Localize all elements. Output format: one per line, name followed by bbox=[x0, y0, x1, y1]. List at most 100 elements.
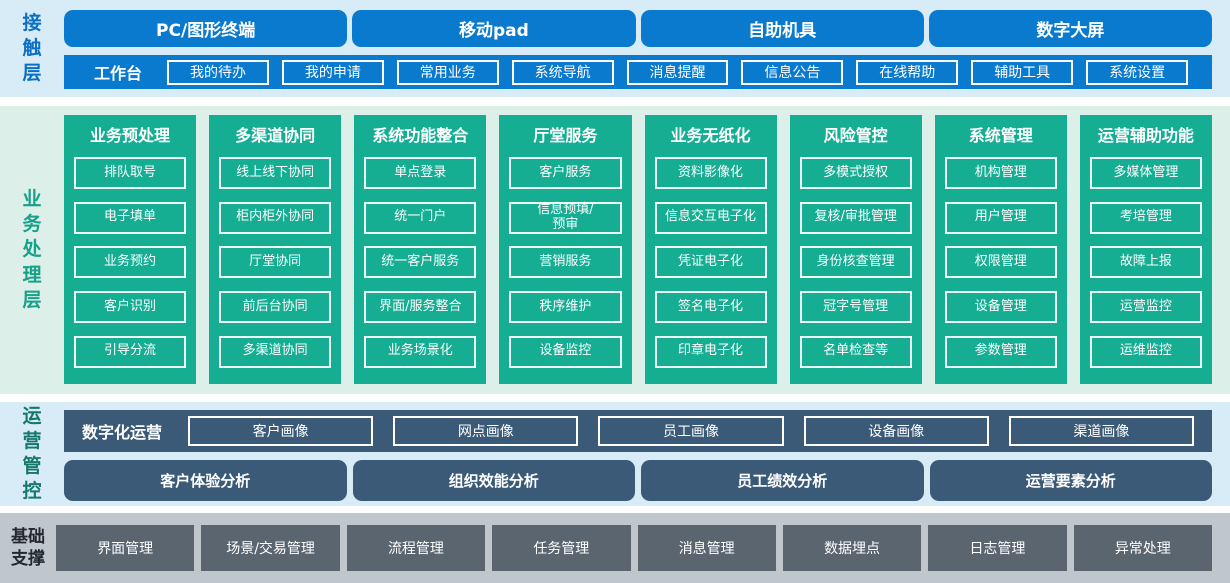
function-item[interactable]: 设备管理 bbox=[944, 291, 1057, 324]
workbench-bar: 工作台 我的待办 我的申请 常用业务 系统导航 消息提醒 信息公告 在线帮助 辅… bbox=[64, 55, 1212, 89]
function-item[interactable]: 参数管理 bbox=[944, 335, 1057, 368]
scenario-transaction-mgmt-button[interactable]: 场景/交易管理 bbox=[201, 525, 340, 571]
function-item[interactable]: 资料影像化 bbox=[654, 157, 767, 190]
workbench-online-help-button[interactable]: 在线帮助 bbox=[856, 59, 959, 85]
function-item[interactable]: 多媒体管理 bbox=[1089, 157, 1202, 190]
workbench-aux-tools-button[interactable]: 辅助工具 bbox=[971, 59, 1074, 85]
function-item[interactable]: 运营监控 bbox=[1089, 291, 1202, 324]
digital-operations-bar: 数字化运营 客户画像 网点画像 员工画像 设备画像 渠道画像 bbox=[64, 410, 1212, 452]
column-items: 机构管理 用户管理 权限管理 设备管理 参数管理 bbox=[944, 151, 1057, 374]
ui-mgmt-button[interactable]: 界面管理 bbox=[56, 525, 195, 571]
contact-layer-label: 接触层 bbox=[22, 11, 42, 85]
function-item[interactable]: 故障上报 bbox=[1089, 246, 1202, 279]
customer-portrait-button[interactable]: 客户画像 bbox=[188, 416, 374, 446]
employee-portrait-button[interactable]: 员工画像 bbox=[598, 416, 784, 446]
workbench-announcements-button[interactable]: 信息公告 bbox=[741, 59, 844, 85]
function-item[interactable]: 厅堂协同 bbox=[219, 246, 332, 279]
column-items: 排队取号 电子填单 业务预约 客户识别 引导分流 bbox=[74, 151, 187, 374]
function-item[interactable]: 信息交互电子化 bbox=[654, 201, 767, 234]
workbench-system-settings-button[interactable]: 系统设置 bbox=[1086, 59, 1189, 85]
business-column-preprocessing: 业务预处理 排队取号 电子填单 业务预约 客户识别 引导分流 bbox=[64, 115, 197, 384]
function-item[interactable]: 签名电子化 bbox=[654, 291, 767, 324]
workbench-my-applications-button[interactable]: 我的申请 bbox=[281, 59, 384, 85]
function-item[interactable]: 界面/服务整合 bbox=[364, 291, 477, 324]
function-item[interactable]: 用户管理 bbox=[944, 201, 1057, 234]
digital-operations-label: 数字化运营 bbox=[82, 423, 163, 442]
workbench-system-nav-button[interactable]: 系统导航 bbox=[511, 59, 614, 85]
column-items: 单点登录 统一门户 统一客户服务 界面/服务整合 业务场景化 bbox=[364, 151, 477, 374]
column-items: 多模式授权 复核/审批管理 身份核查管理 冠字号管理 名单检查等 bbox=[799, 151, 912, 374]
function-item[interactable]: 运维监控 bbox=[1089, 335, 1202, 368]
function-item[interactable]: 营销服务 bbox=[509, 246, 622, 279]
business-column-lobby-service: 厅堂服务 客户服务 信息预填/ 预审 营销服务 秩序维护 设备监控 bbox=[499, 115, 632, 384]
terminal-pc-button[interactable]: PC/图形终端 bbox=[64, 10, 348, 47]
function-item[interactable]: 业务场景化 bbox=[364, 335, 477, 368]
terminal-self-service-button[interactable]: 自助机具 bbox=[640, 10, 924, 47]
analysis-row: 客户体验分析 组织效能分析 员工绩效分析 运营要素分析 bbox=[64, 460, 1212, 501]
contact-layer: 接触层 PC/图形终端 移动pad 自助机具 数字大屏 工作台 我的待办 我的申… bbox=[0, 0, 1230, 97]
function-item[interactable]: 单点登录 bbox=[364, 157, 477, 190]
business-layer-content: 业务预处理 排队取号 电子填单 业务预约 客户识别 引导分流 多渠道协同 线上线… bbox=[64, 106, 1230, 394]
function-item[interactable]: 柜内柜外协同 bbox=[219, 201, 332, 234]
org-efficiency-analysis-button[interactable]: 组织效能分析 bbox=[352, 460, 635, 501]
business-column-ops-aux: 运营辅助功能 多媒体管理 考培管理 故障上报 运营监控 运维监控 bbox=[1079, 115, 1212, 384]
workbench-message-alert-button[interactable]: 消息提醒 bbox=[626, 59, 729, 85]
function-item[interactable]: 统一门户 bbox=[364, 201, 477, 234]
workbench-common-business-button[interactable]: 常用业务 bbox=[396, 59, 499, 85]
function-item[interactable]: 统一客户服务 bbox=[364, 246, 477, 279]
function-item[interactable]: 机构管理 bbox=[944, 157, 1057, 190]
function-item[interactable]: 复核/审批管理 bbox=[799, 201, 912, 234]
exception-handling-button[interactable]: 异常处理 bbox=[1073, 525, 1212, 571]
function-item[interactable]: 排队取号 bbox=[74, 157, 187, 190]
column-title: 厅堂服务 bbox=[533, 126, 598, 145]
function-item[interactable]: 电子填单 bbox=[74, 201, 187, 234]
function-item[interactable]: 业务预约 bbox=[74, 246, 187, 279]
function-item[interactable]: 引导分流 bbox=[74, 335, 187, 368]
function-item[interactable]: 多渠道协同 bbox=[219, 335, 332, 368]
function-item[interactable]: 客户服务 bbox=[509, 157, 622, 190]
operation-factor-analysis-button[interactable]: 运营要素分析 bbox=[929, 460, 1212, 501]
log-mgmt-button[interactable]: 日志管理 bbox=[928, 525, 1067, 571]
column-title: 业务预处理 bbox=[90, 126, 171, 145]
function-item[interactable]: 秩序维护 bbox=[509, 291, 622, 324]
function-item[interactable]: 冠字号管理 bbox=[799, 291, 912, 324]
contact-layer-content: PC/图形终端 移动pad 自助机具 数字大屏 工作台 我的待办 我的申请 常用… bbox=[64, 0, 1230, 97]
message-mgmt-button[interactable]: 消息管理 bbox=[637, 525, 776, 571]
business-column-paperless: 业务无纸化 资料影像化 信息交互电子化 凭证电子化 签名电子化 印章电子化 bbox=[644, 115, 777, 384]
business-layer-label: 业务处理层 bbox=[22, 188, 42, 311]
function-item[interactable]: 考培管理 bbox=[1089, 201, 1202, 234]
function-item[interactable]: 权限管理 bbox=[944, 246, 1057, 279]
customer-experience-analysis-button[interactable]: 客户体验分析 bbox=[64, 460, 347, 501]
business-layer-label-zone: 业务处理层 bbox=[0, 106, 64, 394]
operations-layer-content: 数字化运营 客户画像 网点画像 员工画像 设备画像 渠道画像 客户体验分析 组织… bbox=[64, 402, 1230, 506]
function-item[interactable]: 凭证电子化 bbox=[654, 246, 767, 279]
workbench-label: 工作台 bbox=[94, 64, 143, 83]
function-item[interactable]: 客户识别 bbox=[74, 291, 187, 324]
column-title: 系统管理 bbox=[968, 126, 1033, 145]
process-mgmt-button[interactable]: 流程管理 bbox=[346, 525, 486, 571]
business-column-multi-channel: 多渠道协同 线上线下协同 柜内柜外协同 厅堂协同 前后台协同 多渠道协同 bbox=[209, 115, 342, 384]
column-title: 多渠道协同 bbox=[235, 126, 316, 145]
terminal-mobile-pad-button[interactable]: 移动pad bbox=[352, 10, 636, 47]
employee-performance-analysis-button[interactable]: 员工绩效分析 bbox=[641, 460, 924, 501]
terminal-digital-screen-button[interactable]: 数字大屏 bbox=[928, 10, 1212, 47]
function-item[interactable]: 名单检查等 bbox=[799, 335, 912, 368]
workbench-my-todo-button[interactable]: 我的待办 bbox=[167, 59, 269, 85]
function-item[interactable]: 设备监控 bbox=[509, 335, 622, 368]
column-title: 系统功能整合 bbox=[372, 126, 469, 145]
function-item[interactable]: 信息预填/ 预审 bbox=[509, 201, 622, 234]
function-item[interactable]: 前后台协同 bbox=[219, 291, 332, 324]
function-item[interactable]: 身份核查管理 bbox=[799, 246, 912, 279]
branch-portrait-button[interactable]: 网点画像 bbox=[393, 416, 579, 446]
function-item[interactable]: 多模式授权 bbox=[799, 157, 912, 190]
channel-portrait-button[interactable]: 渠道画像 bbox=[1008, 416, 1195, 446]
operations-layer-label: 运营管控 bbox=[22, 404, 42, 503]
column-items: 多媒体管理 考培管理 故障上报 运营监控 运维监控 bbox=[1089, 151, 1202, 374]
terminal-row: PC/图形终端 移动pad 自助机具 数字大屏 bbox=[64, 10, 1212, 47]
function-item[interactable]: 印章电子化 bbox=[654, 335, 767, 368]
task-mgmt-button[interactable]: 任务管理 bbox=[492, 525, 631, 571]
data-tracking-button[interactable]: 数据埋点 bbox=[782, 525, 922, 571]
function-item[interactable]: 线上线下协同 bbox=[219, 157, 332, 190]
column-title: 风险管控 bbox=[823, 126, 888, 145]
device-portrait-button[interactable]: 设备画像 bbox=[803, 416, 989, 446]
